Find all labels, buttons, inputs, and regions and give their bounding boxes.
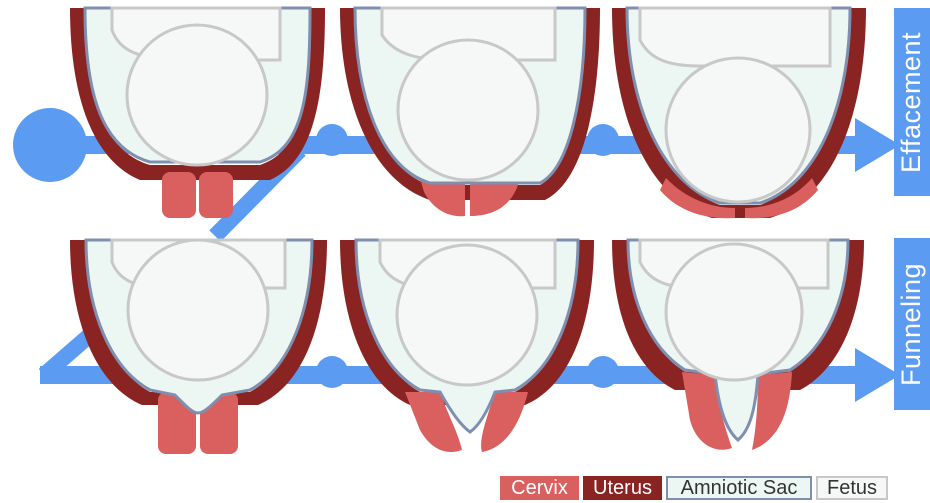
effacement-label-text: Effacement xyxy=(897,31,928,172)
effacement-stage-2 xyxy=(340,8,600,216)
fetus-icon xyxy=(397,245,537,385)
legend-amniotic-sac: Amniotic Sac xyxy=(666,476,812,500)
effacement-label: Effacement xyxy=(894,8,930,196)
legend-cervix: Cervix xyxy=(500,476,579,500)
funneling-label: Funneling xyxy=(894,238,930,410)
effacement-stage-3 xyxy=(612,8,866,218)
fetus-icon xyxy=(128,240,268,380)
cervix-icon xyxy=(199,172,233,218)
fetus-icon xyxy=(127,25,267,165)
legend-uterus: Uterus xyxy=(583,476,662,500)
effacement-stage-1 xyxy=(70,8,325,218)
funneling-stage-1 xyxy=(70,240,327,454)
legend-fetus: Fetus xyxy=(816,476,888,500)
fetus-icon xyxy=(666,244,802,380)
fetus-icon xyxy=(666,58,810,202)
funneling-stage-3 xyxy=(612,240,864,450)
cervix-icon xyxy=(162,172,196,218)
fetus-icon xyxy=(398,40,538,180)
funneling-stage-2 xyxy=(340,240,594,452)
funneling-label-text: Funneling xyxy=(897,262,928,385)
